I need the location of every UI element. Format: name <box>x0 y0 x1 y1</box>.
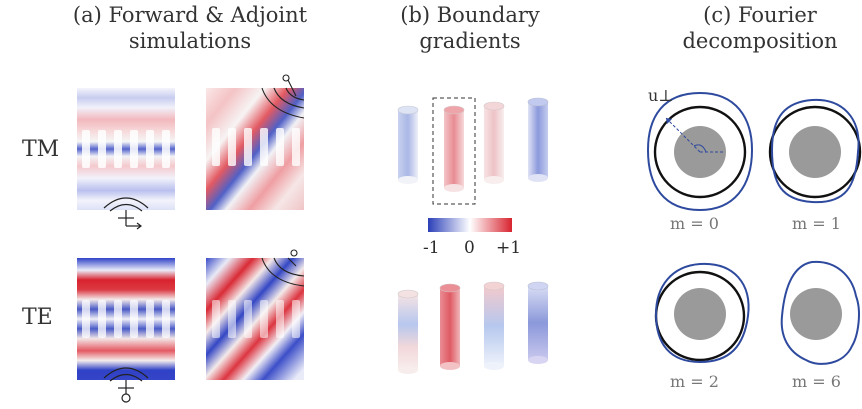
panel-b-title: (b) Boundary gradients <box>380 2 560 54</box>
panel-c-title-line2: decomposition <box>682 29 838 53</box>
vector-label: u⊥ <box>648 86 674 105</box>
rod-2 <box>443 105 465 192</box>
mode-2-label: m = 2 <box>670 372 719 391</box>
row-label-tm: TM <box>22 137 60 162</box>
tm-gradient-rods <box>397 97 549 205</box>
te-forward-field <box>77 258 175 380</box>
te-source-icon <box>103 367 149 403</box>
te-adjoint-field <box>206 249 305 380</box>
tm-source-icon <box>103 197 149 230</box>
row-label-te: TE <box>22 305 53 330</box>
colorbar-mid-label: 0 <box>464 238 475 258</box>
mode-1-label: m = 1 <box>792 214 841 233</box>
mode-0-label: m = 0 <box>670 214 719 233</box>
rod-5 <box>397 289 419 374</box>
panel-a-title-line1: (a) Forward & Adjoint <box>72 3 308 27</box>
fourier-mode-0 <box>646 91 754 212</box>
panel-b-title-line1: (b) Boundary <box>400 3 540 27</box>
rod-4 <box>527 97 549 182</box>
colorbar-min-label: -1 <box>423 238 440 258</box>
rod-8 <box>527 281 549 364</box>
rod-3 <box>483 101 505 184</box>
tm-forward-field <box>77 88 175 210</box>
panel-a-title: (a) Forward & Adjoint simulations <box>40 2 340 54</box>
mode-6-label: m = 6 <box>792 372 841 391</box>
rod-6 <box>439 283 461 370</box>
te-gradient-rods <box>397 281 549 374</box>
fourier-mode-6 <box>780 260 860 365</box>
panel-c-title: (c) Fourier decomposition <box>660 2 860 54</box>
rod-7 <box>483 281 505 370</box>
tm-adjoint-field <box>206 74 305 210</box>
fourier-mode-2 <box>654 262 750 364</box>
rod-1 <box>397 105 419 184</box>
colorbar <box>428 218 512 232</box>
panel-b-title-line2: gradients <box>419 29 521 53</box>
panel-a-title-line2: simulations <box>128 29 252 53</box>
colorbar-max-label: +1 <box>496 238 522 258</box>
fourier-mode-1 <box>768 98 862 204</box>
selected-rod-frame <box>432 97 476 205</box>
panel-c-title-line1: (c) Fourier <box>703 3 817 27</box>
